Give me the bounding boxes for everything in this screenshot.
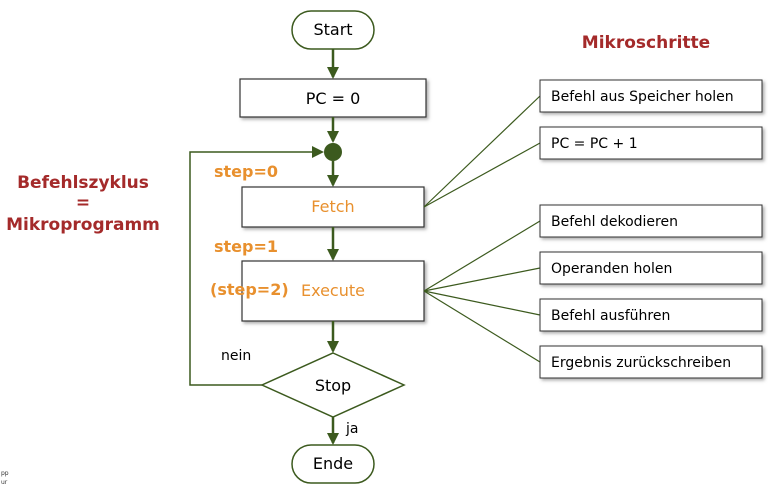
start-label: Start: [313, 20, 352, 39]
end-node: [291, 444, 375, 484]
loop-back-line: [189, 146, 324, 386]
micro-step-fetch-2: PC = PC + 1: [551, 136, 638, 152]
execute-connector-3: [423, 290, 541, 316]
no-label: nein: [221, 348, 251, 364]
micro-step-box: [539, 345, 763, 379]
micro-step-execute-3: Befehl ausführen: [551, 308, 670, 324]
cycle-title-line2: =: [76, 193, 90, 213]
fetch-connector-2: [423, 142, 541, 208]
step2-label: (step=2): [210, 280, 289, 299]
micro-step-box: [539, 204, 763, 238]
yes-label: ja: [345, 421, 358, 437]
micro-step-execute-2: Operanden holen: [551, 261, 672, 277]
step1-label: step=1: [214, 237, 278, 256]
micro-step-fetch-1: Befehl aus Speicher holen: [551, 89, 734, 105]
junction-dot: [324, 143, 342, 161]
micro-step-execute-1: Befehl dekodieren: [551, 214, 678, 230]
execute-label: Execute: [301, 281, 365, 300]
corner-text-1: pp: [1, 470, 9, 477]
cycle-title-line3: Mikroprogramm: [6, 215, 160, 235]
corner-text-2: ur: [1, 479, 8, 486]
fetch-connector-1: [423, 95, 541, 208]
pc-init-label: PC = 0: [306, 89, 361, 108]
stop-label: Stop: [315, 376, 351, 395]
step0-label: step=0: [214, 162, 278, 181]
micro-step-box: [539, 126, 763, 160]
fetch-label: Fetch: [311, 197, 354, 216]
execute-connector-2: [423, 267, 541, 292]
micro-step-execute-4: Ergebnis zurückschreiben: [551, 355, 731, 371]
execute-box: [241, 260, 425, 322]
cycle-title-line1: Befehlszyklus: [17, 173, 149, 193]
end-label: Ende: [313, 454, 353, 473]
micro-heading: Mikroschritte: [582, 33, 710, 53]
pc-init-box: [239, 78, 427, 118]
micro-step-box: [539, 79, 763, 113]
execute-connector-4: [423, 290, 541, 363]
micro-step-box: [539, 251, 763, 285]
execute-connector-1: [423, 220, 541, 292]
micro-step-box: [539, 298, 763, 332]
